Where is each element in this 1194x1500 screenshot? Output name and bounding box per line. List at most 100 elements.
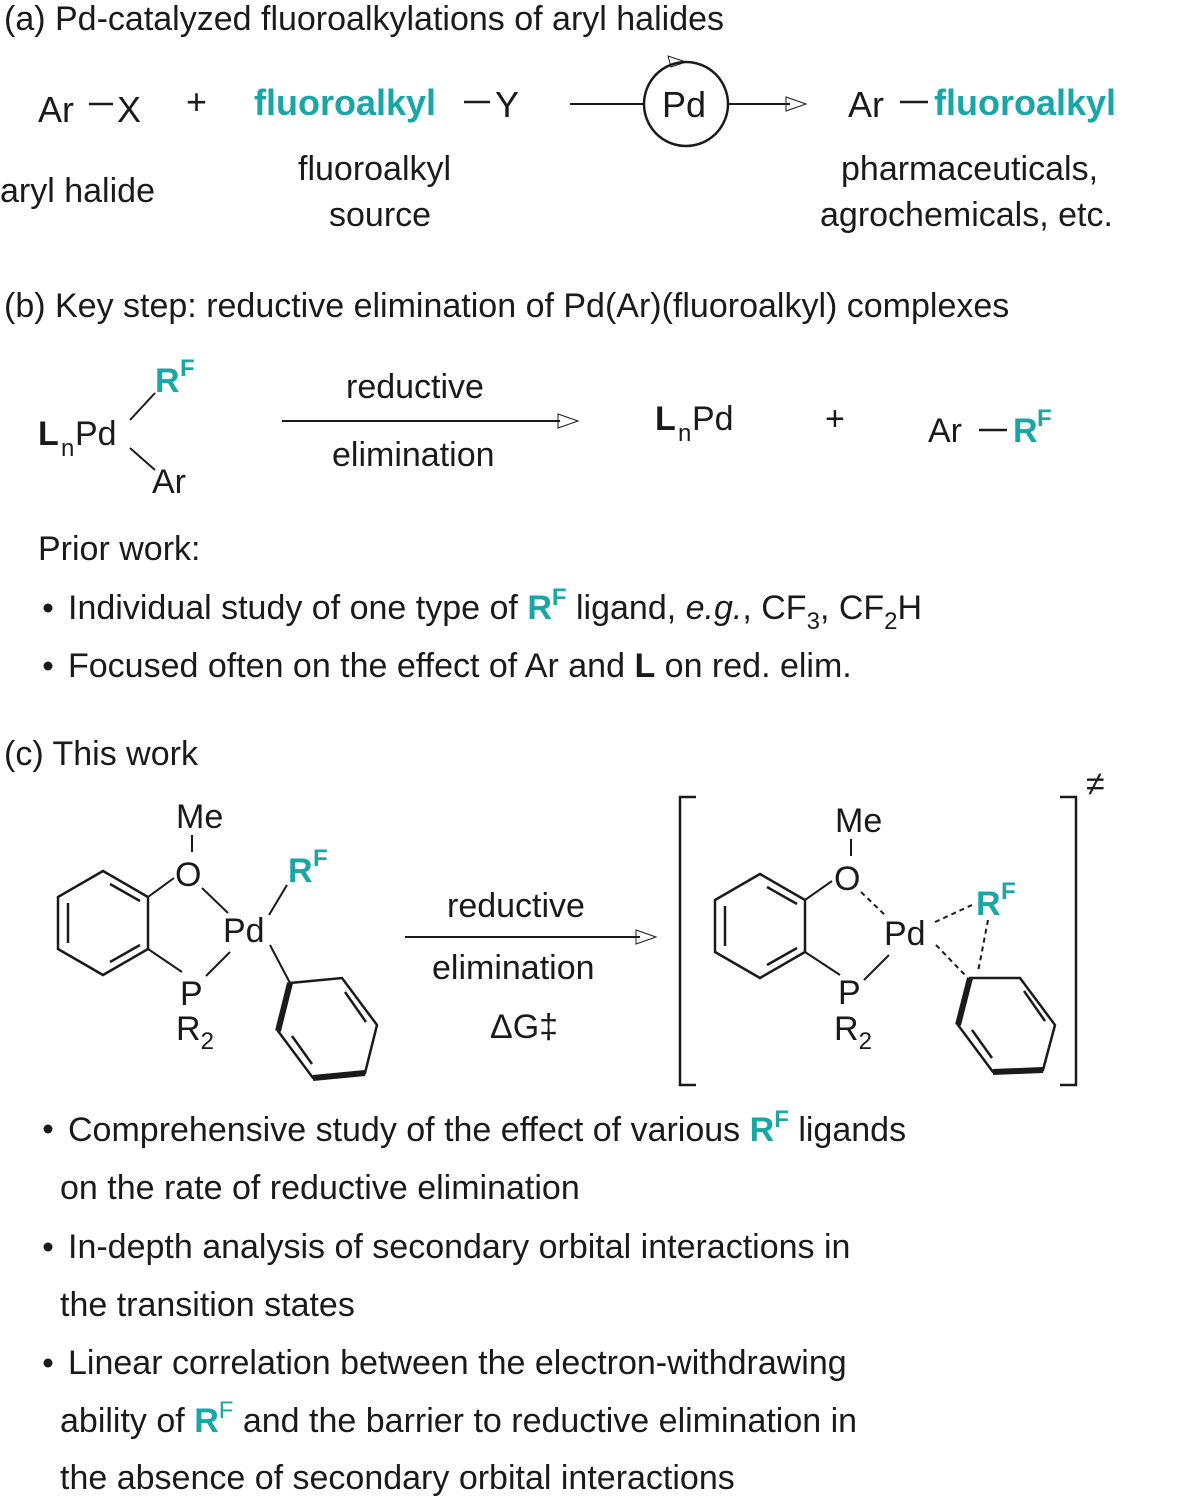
aryl-halide-x: X [117, 89, 141, 130]
ts-pd-rf-partial [934, 904, 973, 923]
o-pd-bond [201, 887, 229, 914]
ts-benzo-ring [713, 872, 807, 980]
re-arrow-top-label: reductive [346, 368, 484, 406]
this-work-bullet-1-line1: Comprehensive study of the effect of var… [68, 1106, 906, 1149]
this-work-bullet-3-line1: Linear correlation between the electron-… [68, 1344, 847, 1382]
wedge-bond [955, 977, 973, 1026]
ts-double-dagger: ≠ [1086, 765, 1105, 803]
product-pd: Pd [692, 400, 734, 438]
ts-r2: R2 [834, 1010, 872, 1055]
complex-ar: Ar [152, 463, 186, 501]
product-ar: Ar [848, 84, 884, 125]
c-arrow-top-label: reductive [447, 887, 585, 925]
ring-double-bond [343, 991, 368, 1023]
panel-b-heading: (b) Key step: reductive elimination of P… [4, 287, 1009, 325]
transition-state-complex: Me O Pd P R2 R F [713, 802, 1057, 1075]
reactant-pd: Pd [223, 912, 265, 950]
complex-pd: Pd [75, 415, 117, 453]
panel-a-heading: (a) Pd-catalyzed fluoroalkylations of ar… [4, 0, 724, 38]
product-l: L [655, 400, 676, 438]
c-arrowhead [635, 929, 658, 945]
product-rf-r: R [1013, 412, 1038, 450]
reactant-rf-r: R [288, 852, 313, 890]
pd-phenyl-bond [269, 944, 291, 984]
ts-rf-ph-partial [977, 919, 989, 973]
bullet-dot [43, 1358, 53, 1368]
source-caption-line2: source [329, 196, 431, 234]
pd-rf-bond [129, 392, 156, 421]
source-caption-line1: fluoroalkyl [298, 150, 451, 188]
this-work-bullet-2-line2: the transition states [60, 1286, 355, 1324]
ring-double-bond [109, 882, 141, 903]
ts-rf-r: R [976, 885, 1001, 923]
c-arrow-mid-label: elimination [432, 949, 595, 987]
bullet-dot [43, 603, 53, 613]
fluoroalkyl-source-label: fluoroalkyl [254, 82, 436, 123]
ring-double-bond [766, 885, 798, 906]
reactant-r2: R2 [176, 1010, 214, 1055]
ts-rf-f: F [1001, 878, 1016, 905]
ring-double-bond [290, 1035, 314, 1065]
ring-double-bond [766, 946, 798, 967]
reactant-complex: Me O Pd P R2 R F [56, 798, 379, 1081]
aryl-halide-caption: aryl halide [0, 172, 155, 210]
ring-double-bond [970, 1029, 994, 1059]
reactant-benzo-ring [56, 869, 150, 977]
plus-sign-b: + [825, 400, 845, 438]
pd-p-bond [205, 951, 231, 977]
this-work-bullet-2-line1: In-depth analysis of secondary orbital i… [68, 1228, 850, 1266]
this-work-bullet-1-line2: on the rate of reductive elimination [60, 1169, 580, 1207]
pd-catalyst: Pd [662, 84, 706, 125]
reactant-rf-f: F [313, 845, 328, 872]
ts-phenyl-ring [956, 976, 1057, 1074]
plus-sign-a: + [186, 81, 207, 122]
complex-l: L [38, 415, 59, 453]
leaving-group-y: Y [495, 84, 519, 125]
ring-double-bond [109, 943, 141, 964]
ring-p-bond [147, 948, 183, 973]
re-arrow-bottom-label: elimination [332, 436, 495, 474]
pd-ar-bond [129, 447, 156, 471]
wedge-bond [992, 1067, 1044, 1075]
bullet-dot [43, 1124, 53, 1134]
c-arrow-bottom-label: ΔG‡ [490, 1008, 558, 1046]
reactant-phenyl-ring [276, 976, 379, 1080]
this-work-bullet-3-line3: the absence of secondary orbital interac… [60, 1459, 735, 1497]
ts-p: P [838, 974, 861, 1012]
wedge-bond [312, 1070, 366, 1081]
ts-o: O [834, 860, 860, 898]
prior-work-label: Prior work: [38, 530, 200, 568]
cycle-arrowhead [667, 55, 688, 68]
prior-bullet-2: Focused often on the effect of Ar and L … [68, 647, 852, 685]
products-caption-line1: pharmaceuticals, [841, 150, 1098, 188]
this-work-bullet-3-line2: ability of RF and the barrier to reducti… [60, 1397, 857, 1440]
ts-ring-o-bond [804, 880, 833, 901]
ts-bracket-right [1060, 795, 1078, 1087]
complex-rf-r: R [155, 362, 180, 400]
bullet-dot [43, 1242, 53, 1252]
ts-pd-ph-partial [935, 944, 966, 976]
ts-o-pd-bond [860, 891, 888, 918]
aryl-halide-ar: Ar [38, 89, 74, 130]
bullet-dot [43, 661, 53, 671]
cat-arrowhead [785, 96, 808, 112]
ts-pd: Pd [884, 915, 926, 953]
pd-rf-bond-c [268, 884, 288, 916]
panel-c-heading: (c) This work [4, 735, 199, 773]
reactant-p: P [180, 975, 203, 1013]
products-caption-line2: agrochemicals, etc. [820, 196, 1113, 234]
ring-o-bond [147, 877, 175, 898]
reactant-o: O [175, 856, 201, 894]
ts-bracket-left [678, 795, 696, 1087]
reactant-me: Me [176, 798, 223, 836]
product-fluoroalkyl: fluoroalkyl [934, 82, 1116, 123]
ring-double-bond [1022, 990, 1047, 1022]
product-rf-f: F [1037, 405, 1052, 432]
complex-n: n [61, 435, 74, 462]
product-ar-b: Ar [928, 412, 962, 450]
ts-pd-p-bond [863, 954, 890, 981]
product-n: n [678, 420, 691, 447]
ts-ring-p-bond [804, 951, 841, 976]
re-arrowhead [557, 413, 580, 429]
